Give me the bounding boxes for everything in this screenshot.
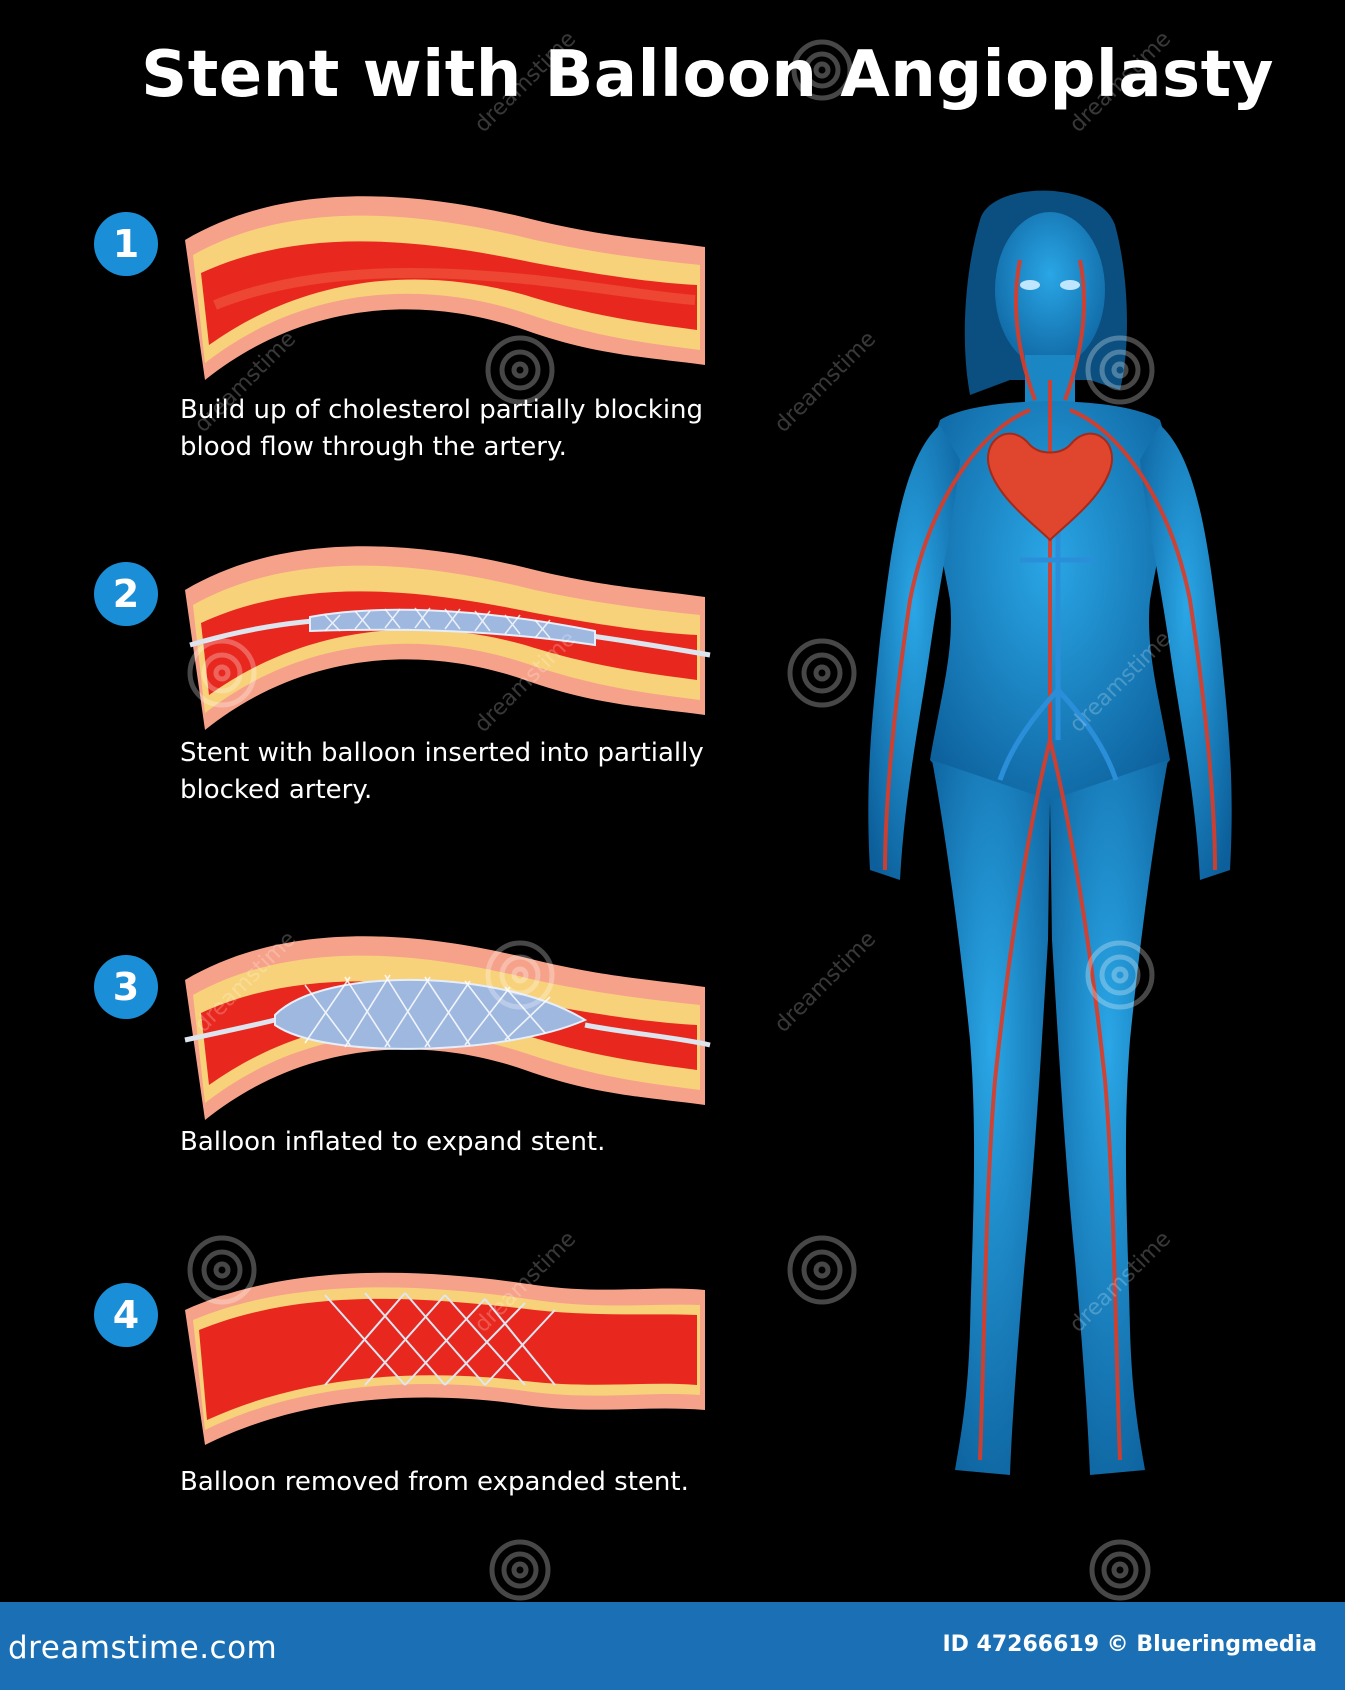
step-caption-3-line1: Balloon inflated to expand stent. <box>180 1127 606 1157</box>
step-badge-4: 4 <box>94 1283 158 1347</box>
footer-bar: dreamstime.com ID 47266619 © Blueringmed… <box>0 1602 1345 1690</box>
artery-illustration-1 <box>185 196 705 380</box>
footer-image-id: ID 47266619 © Blueringmedia <box>942 1632 1317 1657</box>
artery-illustration-2 <box>185 546 711 730</box>
step-caption-1-line1: Build up of cholesterol partially blocki… <box>180 395 704 425</box>
step-caption-1-line2: blood flow through the artery. <box>180 432 567 462</box>
step-badge-3: 3 <box>94 955 158 1019</box>
step-caption-2-line1: Stent with balloon inserted into partial… <box>180 738 704 768</box>
artery-illustration-4 <box>185 1272 705 1445</box>
step-badge-2: 2 <box>94 562 158 626</box>
step-caption-3: Balloon inflated to expand stent. <box>180 1124 740 1161</box>
step-caption-4: Balloon removed from expanded stent. <box>180 1464 740 1501</box>
step-badge-1: 1 <box>94 212 158 276</box>
footer-logo[interactable]: dreamstime.com <box>8 1630 278 1666</box>
artery-illustration-3 <box>184 936 711 1120</box>
step-caption-4-line1: Balloon removed from expanded stent. <box>180 1467 689 1497</box>
step-caption-1: Build up of cholesterol partially blocki… <box>180 392 740 466</box>
watermark-spiral-icons <box>187 39 1155 1601</box>
step-caption-2: Stent with balloon inserted into partial… <box>180 735 740 809</box>
step-caption-2-line2: blocked artery. <box>180 775 373 805</box>
page-title: Stent with Balloon Angioplasty <box>141 38 1274 112</box>
human-body-illustration <box>868 190 1232 1475</box>
